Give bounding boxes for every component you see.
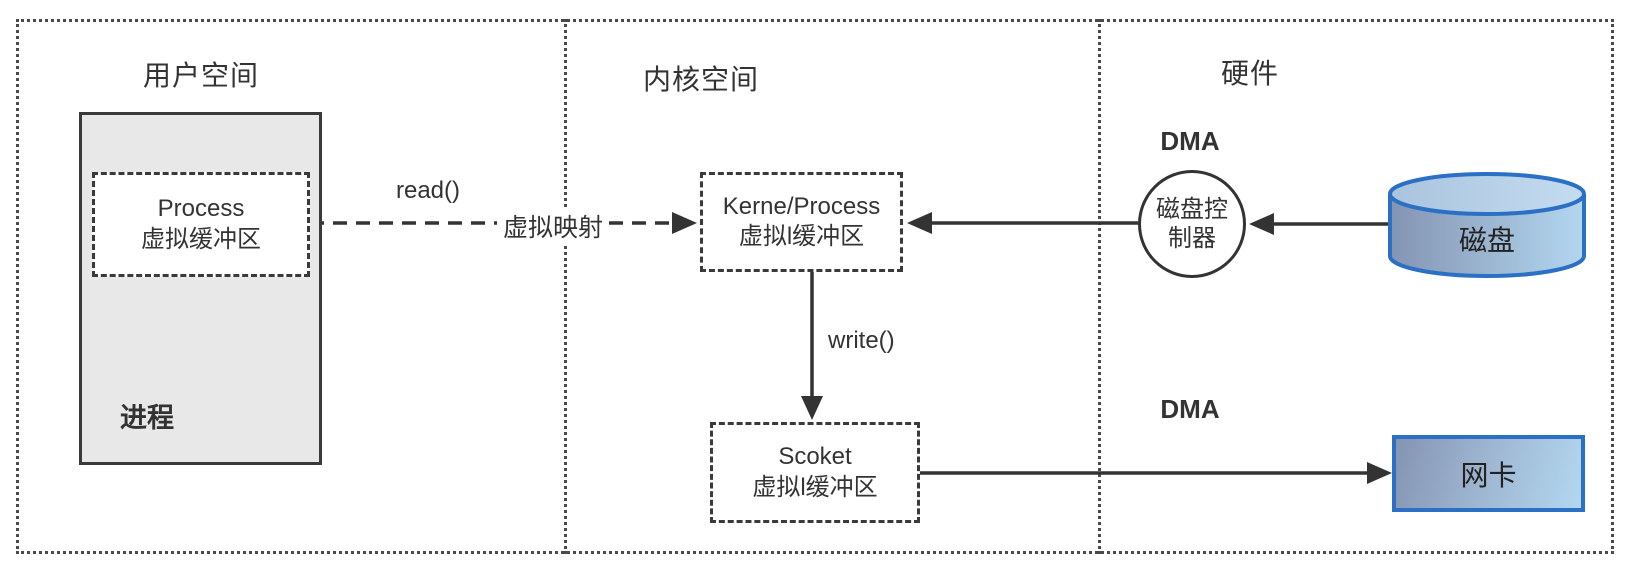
nic-label: 网卡 [1460, 459, 1517, 491]
kernel-buffer-line1: Kerne/Process [722, 192, 881, 220]
process-container-box [79, 112, 322, 465]
disk-controller-circle: 磁盘控 制器 [1138, 170, 1246, 278]
socket-buffer-line1: Scoket [778, 443, 852, 471]
virtual-mapping-label: 虚拟映射 [497, 208, 609, 244]
disk-controller-line2: 制器 [1168, 225, 1216, 252]
socket-buffer-box: Scoket 虚拟l缓冲区 [710, 422, 920, 523]
disk-to-controller-arrowhead-icon [1249, 213, 1274, 235]
read-call-label: read() [395, 177, 461, 204]
disk-cylinder [1386, 168, 1588, 282]
user-space-title: 用户空间 [142, 60, 259, 91]
diagram-outer-border [16, 19, 1614, 554]
kernel-hardware-divider [1098, 19, 1101, 554]
read-arrowhead-icon [672, 212, 697, 234]
write-call-label: write() [828, 327, 895, 354]
kernel-buffer-line2: 虚拟l缓冲区 [738, 223, 865, 250]
socket-buffer-line2: 虚拟l缓冲区 [752, 473, 878, 501]
kernel-buffer-box: Kerne/Process 虚拟l缓冲区 [700, 172, 903, 272]
user-kernel-divider [564, 19, 567, 554]
disk-cylinder-shape [1388, 172, 1586, 278]
process-buffer-line1: Process [157, 195, 245, 223]
socket-to-nic-arrowhead-icon [1367, 462, 1392, 484]
disk-label: 磁盘 [1458, 225, 1515, 256]
process-buffer-line2: 虚拟缓冲区 [141, 225, 261, 253]
dma-to-kernel-arrowhead-icon [907, 212, 932, 234]
process-buffer-box: Process 虚拟缓冲区 [92, 172, 310, 277]
dma-write-label: DMA [1160, 394, 1220, 424]
dma-read-label: DMA [1160, 126, 1220, 156]
nic-box: 网卡 [1392, 435, 1585, 512]
hardware-title: 硬件 [1220, 58, 1279, 89]
kernel-space-title: 内核空间 [642, 64, 759, 95]
disk-controller-line1: 磁盘控 [1156, 195, 1228, 223]
write-arrowhead-icon [801, 396, 823, 420]
process-container-label: 进程 [120, 403, 174, 433]
